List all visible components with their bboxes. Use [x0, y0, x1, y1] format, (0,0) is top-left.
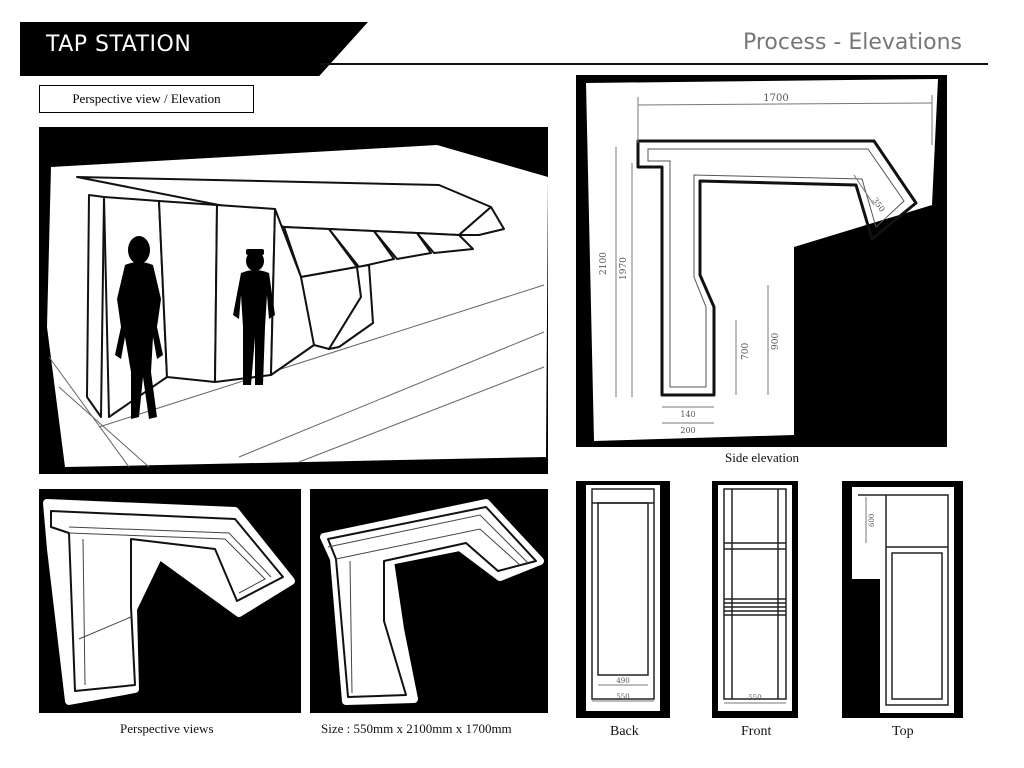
side-elevation-panel: 1700 2100 1970 700 900 140 200 350 [576, 75, 947, 447]
front-dim-outer: 550 [748, 694, 761, 702]
back-label: Back [610, 724, 639, 739]
front-view-panel: 550 [712, 481, 798, 718]
perspective-view-2-panel [310, 489, 548, 713]
size-caption: Size : 550mm x 2100mm x 1700mm [321, 721, 512, 736]
dim-leg-outer: 200 [680, 426, 695, 435]
dim-height-total: 2100 [599, 252, 609, 275]
perspective-views-caption: Perspective views [120, 721, 214, 736]
back-dim-inner: 490 [616, 677, 629, 685]
dim-height-inner: 1970 [619, 257, 629, 280]
top-dim-depth: 600 [868, 514, 876, 527]
top-view-drawing: 600 [852, 487, 954, 713]
back-view-panel: 490 550 [576, 481, 670, 718]
front-view-drawing: 550 [718, 485, 792, 711]
header-divider [320, 63, 988, 65]
side-elevation-caption: Side elevation [725, 450, 800, 465]
dim-leg-inner: 140 [680, 410, 695, 419]
side-elevation-drawing: 1700 2100 1970 700 900 140 200 350 [586, 79, 938, 441]
front-label: Front [741, 724, 772, 739]
back-dim-outer: 550 [616, 693, 629, 701]
top-view-panel: 600 [842, 481, 963, 718]
perspective-view-1-panel [39, 489, 301, 713]
dim-width: 1700 [763, 93, 788, 104]
perspective-view-2-drawing [320, 499, 544, 705]
title-banner [20, 22, 368, 76]
perspective-render-panel [39, 127, 548, 474]
perspective-view-1-drawing [43, 499, 295, 705]
back-view-drawing: 490 550 [586, 485, 660, 711]
section-title: Process - Elevations [742, 30, 962, 55]
perspective-render-drawing [47, 145, 548, 468]
dim-height-low: 700 [741, 343, 751, 360]
top-label: Top [892, 724, 914, 739]
project-title: TAP STATION [46, 32, 192, 57]
perspective-section-label: Perspective view / Elevation [39, 85, 254, 113]
dim-height-mid: 900 [771, 333, 781, 350]
